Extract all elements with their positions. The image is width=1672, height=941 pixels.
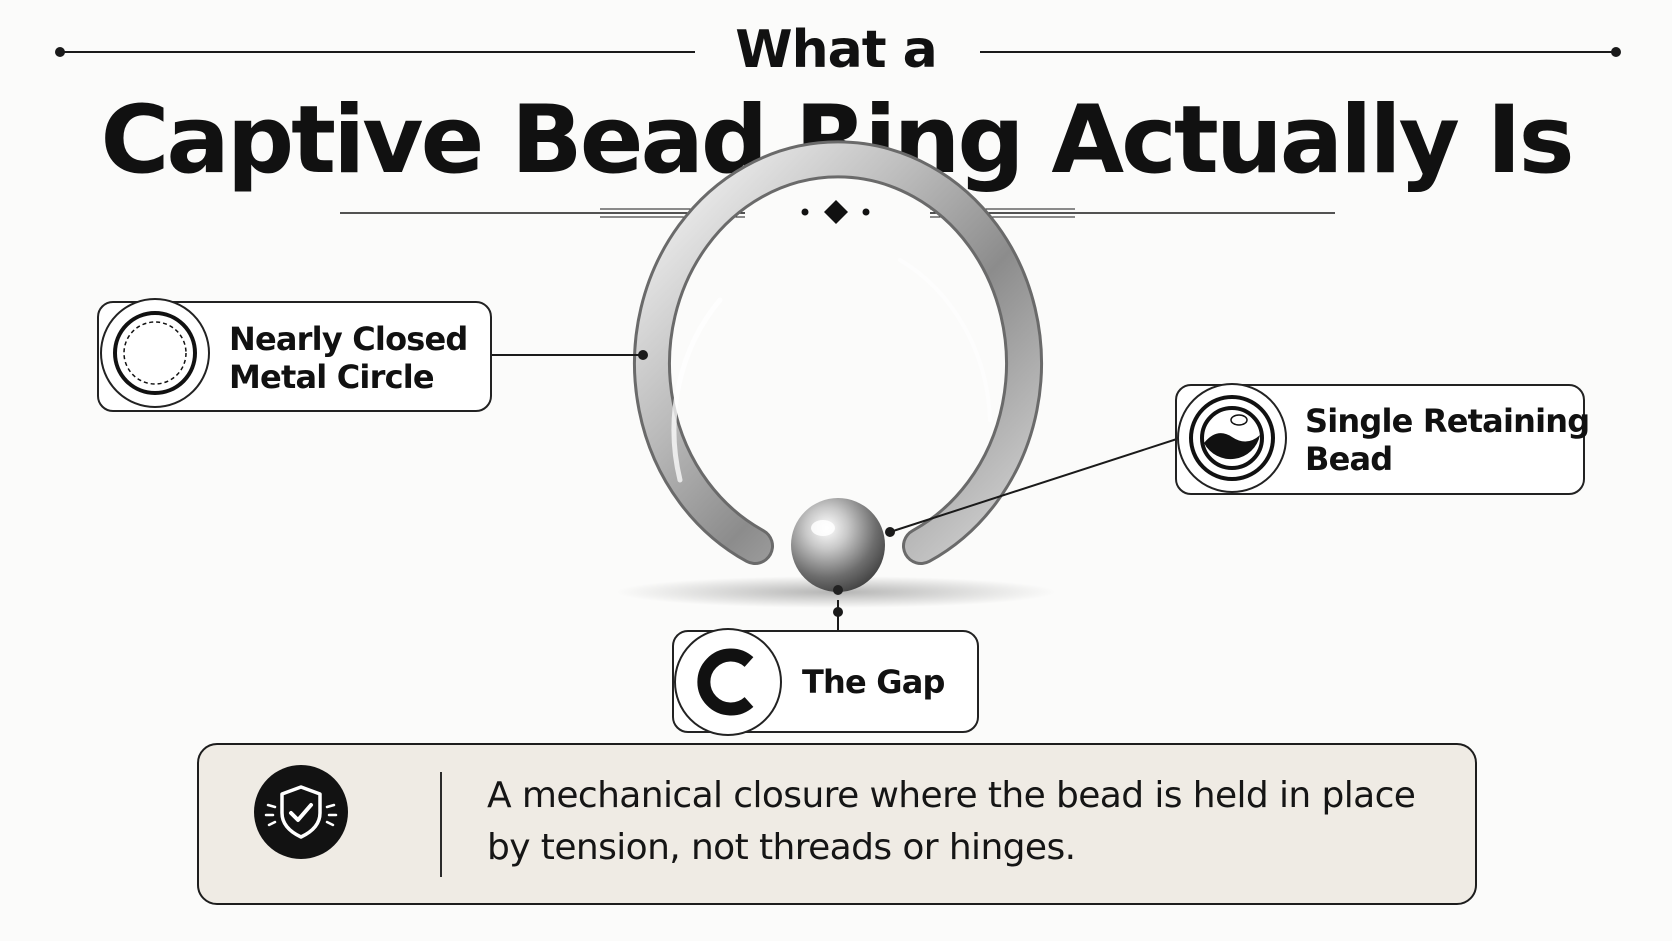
callout-gap-label: The Gap <box>802 663 945 701</box>
connector-circle <box>490 350 648 360</box>
title-rule-right <box>980 47 1621 57</box>
gap-c-icon <box>674 628 782 736</box>
title-line-1: What a <box>735 20 938 80</box>
bead-icon <box>1177 383 1287 493</box>
title-rule-left <box>55 47 695 57</box>
dashed-circle-icon <box>100 298 210 408</box>
info-divider <box>440 772 442 877</box>
callout-metal-circle-label: Nearly Closed Metal Circle <box>229 320 468 396</box>
ring-illustration <box>633 140 1043 565</box>
shield-check-icon <box>254 765 348 859</box>
title-ornament <box>340 200 1335 224</box>
info-panel <box>197 743 1477 905</box>
bead-illustration <box>791 498 885 595</box>
info-text: A mechanical closure where the bead is h… <box>487 775 1416 868</box>
callout-retaining-bead-label: Single Retaining Bead <box>1305 402 1590 478</box>
connector-bead <box>885 437 1181 537</box>
